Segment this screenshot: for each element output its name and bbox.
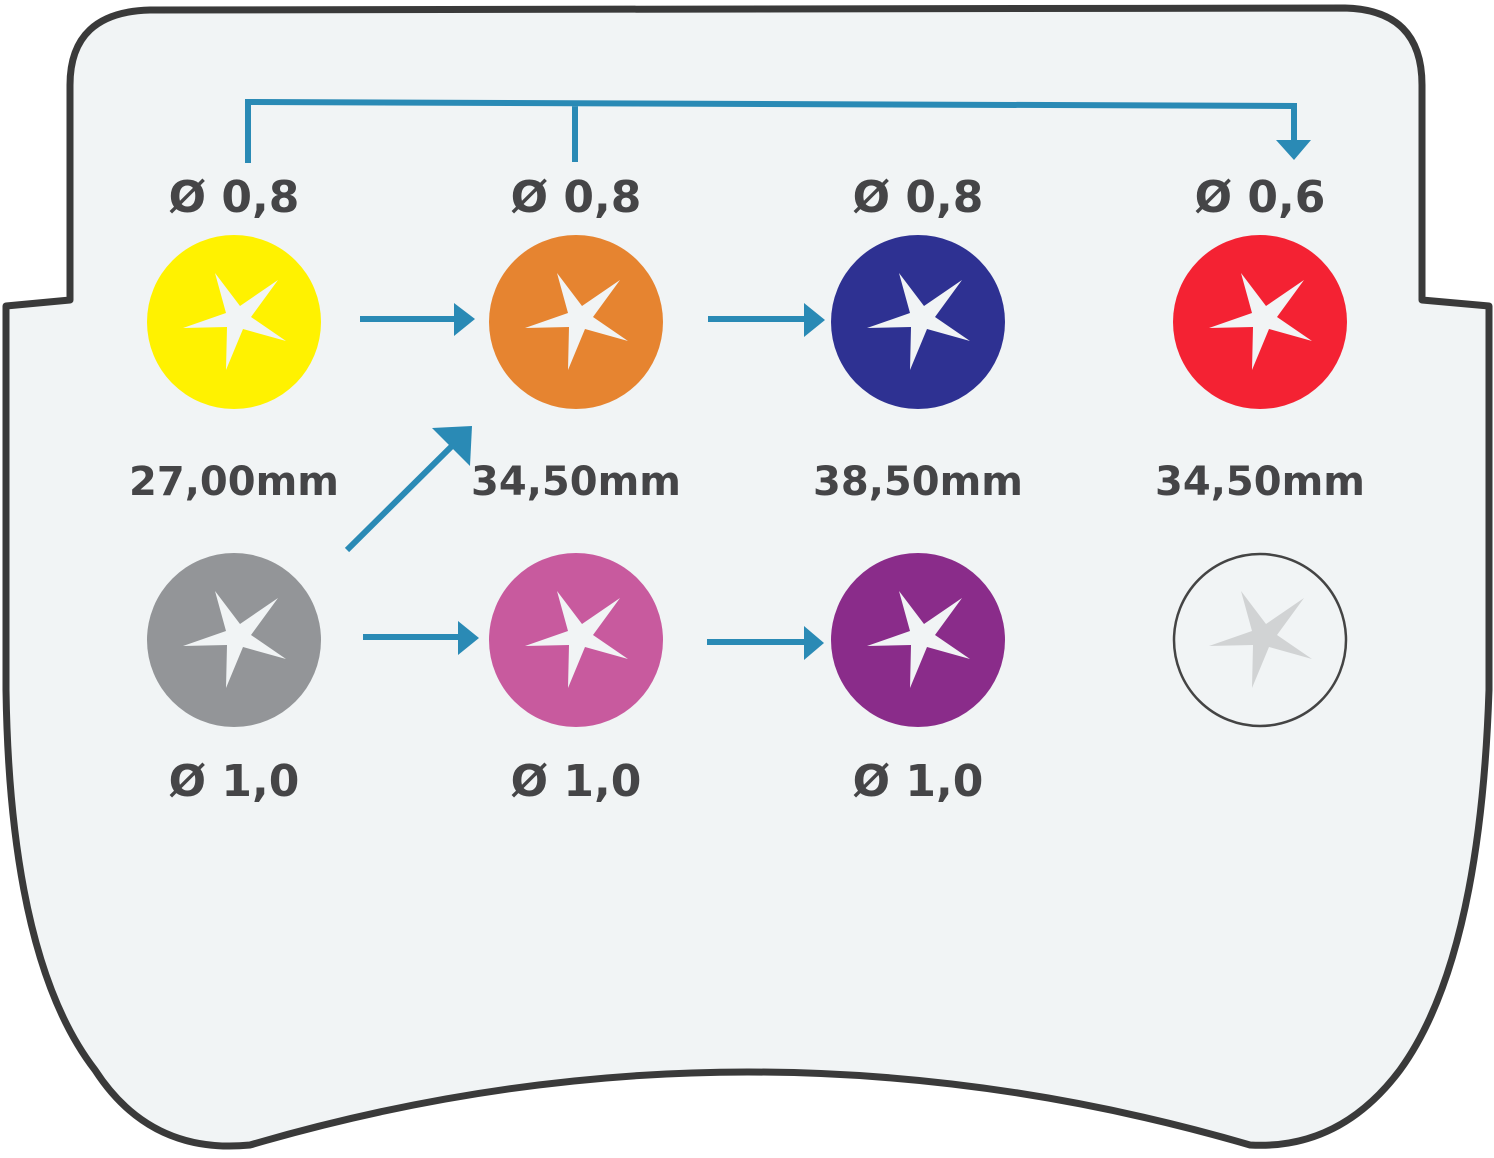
drill-top-3 (831, 235, 1005, 409)
tray-outline (2, 4, 1493, 1150)
diameter-label: Ø 1,0 (169, 756, 300, 807)
drill-top-1 (147, 235, 321, 409)
diameter-label: Ø 1,0 (511, 756, 642, 807)
drill-top-4 (1173, 235, 1347, 409)
diameter-label: Ø 0,8 (169, 172, 300, 223)
drill-bottom-2 (489, 553, 663, 727)
diameter-label: Ø 1,0 (853, 756, 984, 807)
length-label: 34,50mm (1155, 459, 1365, 505)
diameter-label: Ø 0,8 (853, 172, 984, 223)
diameter-label: Ø 0,8 (511, 172, 642, 223)
length-label: 27,00mm (129, 459, 339, 505)
length-label: 38,50mm (813, 459, 1023, 505)
arrows (344, 303, 825, 660)
length-label: 34,50mm (471, 459, 681, 505)
bracket-arrow (245, 98, 1311, 163)
diameter-label: Ø 0,6 (1195, 172, 1326, 223)
drill-top-2 (489, 235, 663, 409)
drill-bottom-empty (1172, 552, 1348, 728)
drill-bottom-1 (147, 553, 321, 727)
drill-bottom-3 (831, 553, 1005, 727)
